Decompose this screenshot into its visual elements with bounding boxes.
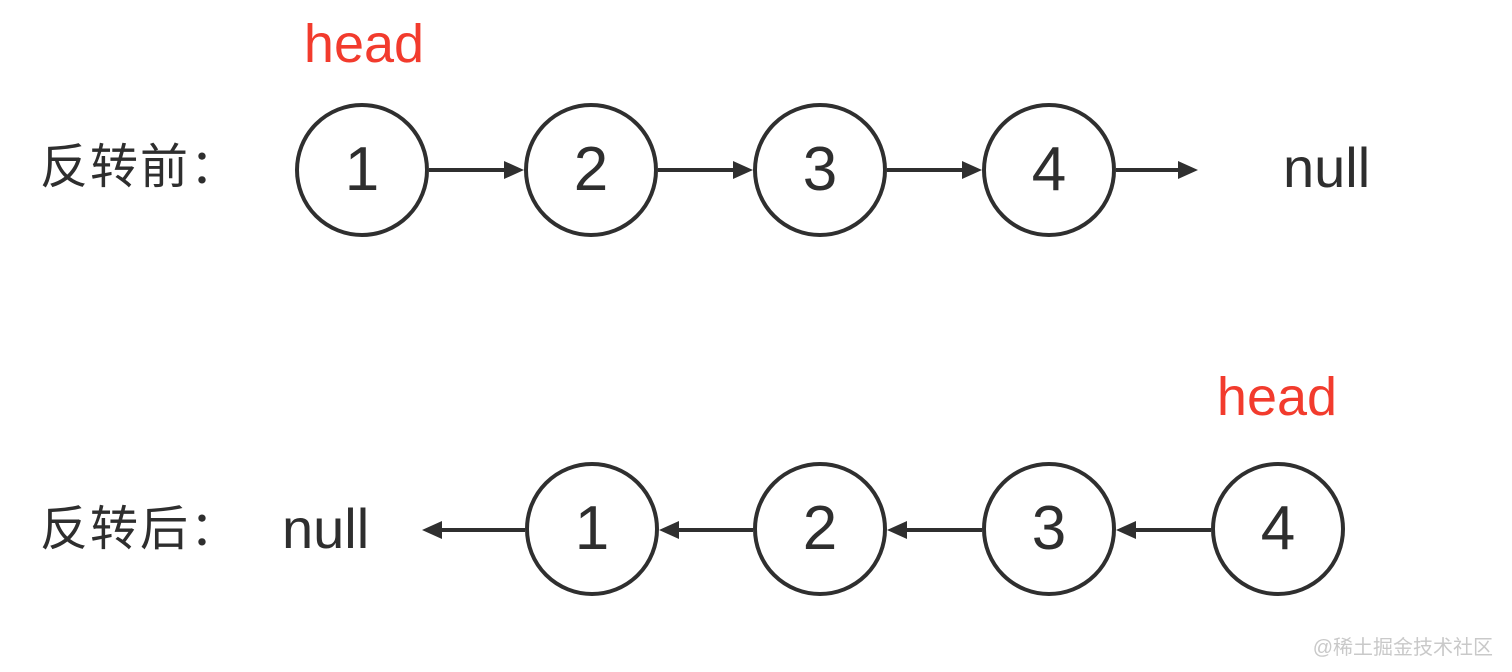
node-value: 1 — [344, 135, 380, 204]
arrow-left-icon — [659, 521, 753, 539]
after-node-1: 1 — [525, 462, 659, 596]
after-node-4: 4 — [1211, 462, 1345, 596]
arrow-right-icon — [429, 161, 524, 179]
node-value: 4 — [1260, 494, 1296, 563]
node-value: 4 — [1031, 135, 1067, 204]
arrow-left-icon — [1116, 521, 1211, 539]
watermark: @稀土掘金技术社区 — [1312, 637, 1493, 659]
node-value: 3 — [802, 135, 838, 204]
before-node-4: 4 — [982, 103, 1116, 237]
before-node-1: 1 — [295, 103, 429, 237]
arrow-right-icon — [658, 161, 753, 179]
arrow-left-icon — [887, 521, 982, 539]
node-value: 1 — [574, 494, 610, 563]
before-node-2: 2 — [524, 103, 658, 237]
after-head-pointer-label: head — [1216, 367, 1338, 427]
after-row-label: 反转后： — [40, 503, 241, 556]
node-value: 2 — [802, 494, 838, 563]
before-head-pointer-label: head — [303, 14, 425, 74]
after-null-label: null — [282, 497, 370, 560]
before-null-label: null — [1283, 136, 1371, 199]
arrow-right-icon — [887, 161, 982, 179]
before-node-3: 3 — [753, 103, 887, 237]
after-node-3: 3 — [982, 462, 1116, 596]
arrow-to-null-right-icon — [1116, 161, 1198, 179]
before-row-label: 反转前： — [40, 141, 241, 194]
after-node-2: 2 — [753, 462, 887, 596]
node-value: 3 — [1031, 494, 1067, 563]
node-value: 2 — [573, 135, 609, 204]
arrow-to-null-left-icon — [422, 521, 525, 539]
